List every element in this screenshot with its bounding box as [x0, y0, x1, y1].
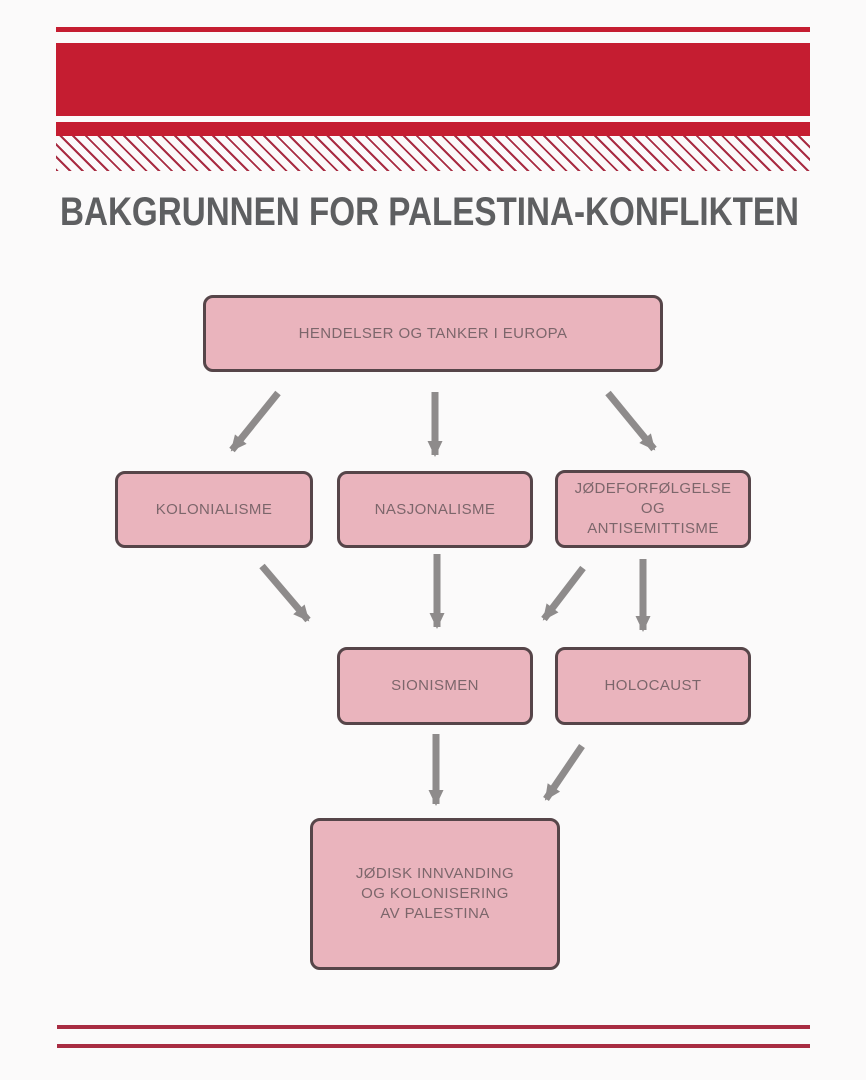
header-thin-rule	[56, 27, 810, 32]
node-label: HENDELSER OG TANKER I EUROPA	[298, 324, 568, 342]
node-label: JØDEFORFØLGELSE OG ANTISEMITTISME	[574, 480, 732, 537]
node-jodisk-innvanding-og-kolonisering: JØDISK INNVANDING OG KOLONISERING AV PAL…	[310, 818, 560, 970]
header-diagonal-stripes	[56, 136, 810, 171]
node-jodeforfolgelse-og-antisemittisme: JØDEFORFØLGELSE OG ANTISEMITTISME	[555, 470, 751, 548]
node-holocaust: HOLOCAUST	[555, 647, 751, 725]
footer-rule-bottom	[57, 1044, 810, 1048]
arrow-kolonialisme-sionismen	[259, 563, 311, 623]
footer-rule-top	[57, 1025, 810, 1029]
arrow-europa-jodeforfolgelse	[605, 390, 657, 452]
node-nasjonalisme: NASJONALISME	[337, 471, 533, 548]
node-label: HOLOCAUST	[604, 677, 702, 694]
node-label: JØDISK INNVANDING OG KOLONISERING AV PAL…	[355, 865, 515, 922]
node-kolonialisme: KOLONIALISME	[115, 471, 313, 548]
header-secondary-band	[56, 122, 810, 136]
node-label: KOLONIALISME	[155, 500, 273, 518]
header-red-band	[56, 43, 810, 116]
arrow-jodeforfolgelse-sionismen	[541, 565, 586, 622]
node-label: SIONISMEN	[391, 677, 479, 694]
arrow-europa-kolonialisme	[229, 390, 281, 453]
arrow-holocaust-innvandring	[543, 744, 585, 801]
node-label: NASJONALISME	[374, 500, 496, 518]
node-hendelser-og-tanker-i-europa: HENDELSER OG TANKER I EUROPA	[203, 295, 663, 372]
node-sionismen: SIONISMEN	[337, 647, 533, 725]
page-title: BAKGRUNNEN FOR PALESTINA-KONFLIKTEN	[60, 190, 799, 234]
